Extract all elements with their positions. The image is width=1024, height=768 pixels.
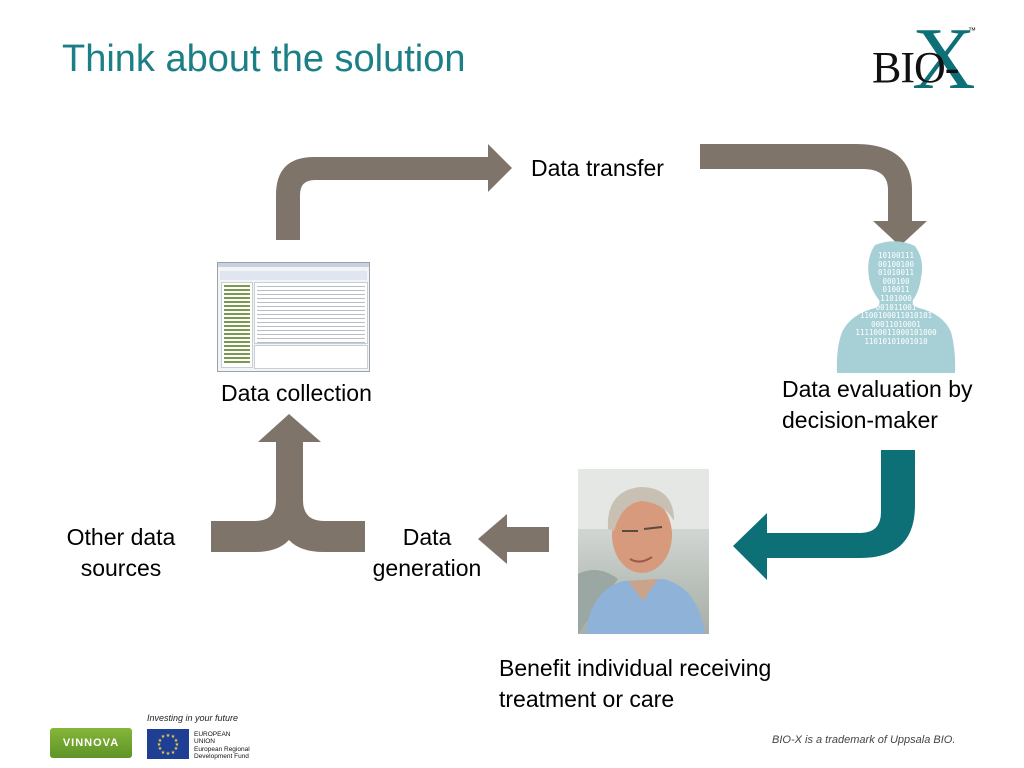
binary-line: 01010011 [877, 268, 915, 278]
svg-text:★: ★ [166, 733, 171, 739]
svg-text:★: ★ [157, 742, 162, 748]
bio-x-logo: X BIO- ™ [872, 16, 976, 104]
label-data-evaluation-line2: decision-maker [782, 407, 938, 433]
svg-text:★: ★ [171, 734, 176, 740]
eu-fund-text: EUROPEAN UNION European Regional Develop… [194, 731, 250, 760]
vinnova-logo: VINNOVA [50, 728, 132, 758]
arrow-decision-maker-to-benefit [733, 450, 915, 580]
binary-line: 1100100011010101 [859, 311, 933, 321]
svg-text:★: ★ [166, 751, 171, 757]
silhouette-shape [836, 241, 956, 373]
label-data-generation-line2: generation [372, 555, 482, 581]
label-data-collection: Data collection [221, 380, 372, 406]
screenshot-detail-pane [254, 345, 368, 369]
arrow-collection-to-transfer [276, 144, 512, 240]
label-other-data-sources: Other data sources [56, 522, 186, 584]
arrow-merge-to-collection [211, 414, 365, 552]
label-data-evaluation-line1: Data evaluation by [782, 376, 973, 402]
label-data-transfer: Data transfer [531, 155, 664, 181]
logo-trademark: ™ [968, 26, 976, 35]
binary-line: 00011010001 [871, 319, 921, 329]
software-screenshot [217, 262, 370, 372]
binary-line: 10100111 [877, 251, 915, 260]
eu-stars: ★★★ ★★★ ★★★ ★★★ [157, 733, 180, 757]
person-illustration [578, 469, 709, 634]
label-data-evaluation: Data evaluation by decision-maker [782, 374, 973, 436]
svg-text:★: ★ [161, 734, 166, 740]
screenshot-tree-panel [221, 282, 253, 368]
binary-line: 1101000 [880, 293, 912, 303]
person-photo [578, 469, 709, 634]
svg-text:★: ★ [158, 738, 163, 744]
svg-text:★: ★ [175, 742, 180, 748]
screenshot-table [254, 282, 368, 344]
logo-x: X [912, 11, 976, 108]
label-benefit-line2: treatment or care [499, 686, 675, 712]
label-benefit-individual: Benefit individual receiving treatment o… [499, 653, 771, 715]
eu-flag-icon: ★★★ ★★★ ★★★ ★★★ [147, 729, 189, 759]
slide-title: Think about the solution [62, 38, 466, 80]
svg-text:★: ★ [158, 746, 163, 752]
svg-text:★: ★ [174, 738, 179, 744]
arrow-transfer-to-decision-maker [700, 144, 927, 246]
investing-caption: Investing in your future [147, 713, 239, 723]
binary-line: 010011 [882, 285, 910, 295]
label-benefit-line1: Benefit individual receiving [499, 655, 772, 681]
binary-line: 001011001 [875, 302, 917, 312]
binary-line: 00100100 [877, 259, 915, 269]
svg-text:★: ★ [171, 750, 176, 756]
arrow-benefit-to-generation [478, 514, 549, 564]
label-data-generation-line1: Data [402, 524, 452, 550]
label-other-data-sources-line1: Other data [66, 524, 176, 550]
logo-bio: BIO- [872, 43, 959, 92]
screenshot-toolbar [220, 271, 367, 280]
binary-line: 111100011000101000 [855, 328, 937, 338]
svg-text:★: ★ [174, 746, 179, 752]
binary-line: 000100 [882, 276, 910, 286]
screenshot-titlebar [218, 263, 369, 267]
svg-text:★: ★ [161, 750, 166, 756]
label-data-generation: Data generation [362, 522, 492, 584]
binary-line: 11010101001010 [864, 336, 928, 346]
label-other-data-sources-line2: sources [80, 555, 162, 581]
trademark-note: BIO-X is a trademark of Uppsala BIO. [772, 734, 956, 746]
